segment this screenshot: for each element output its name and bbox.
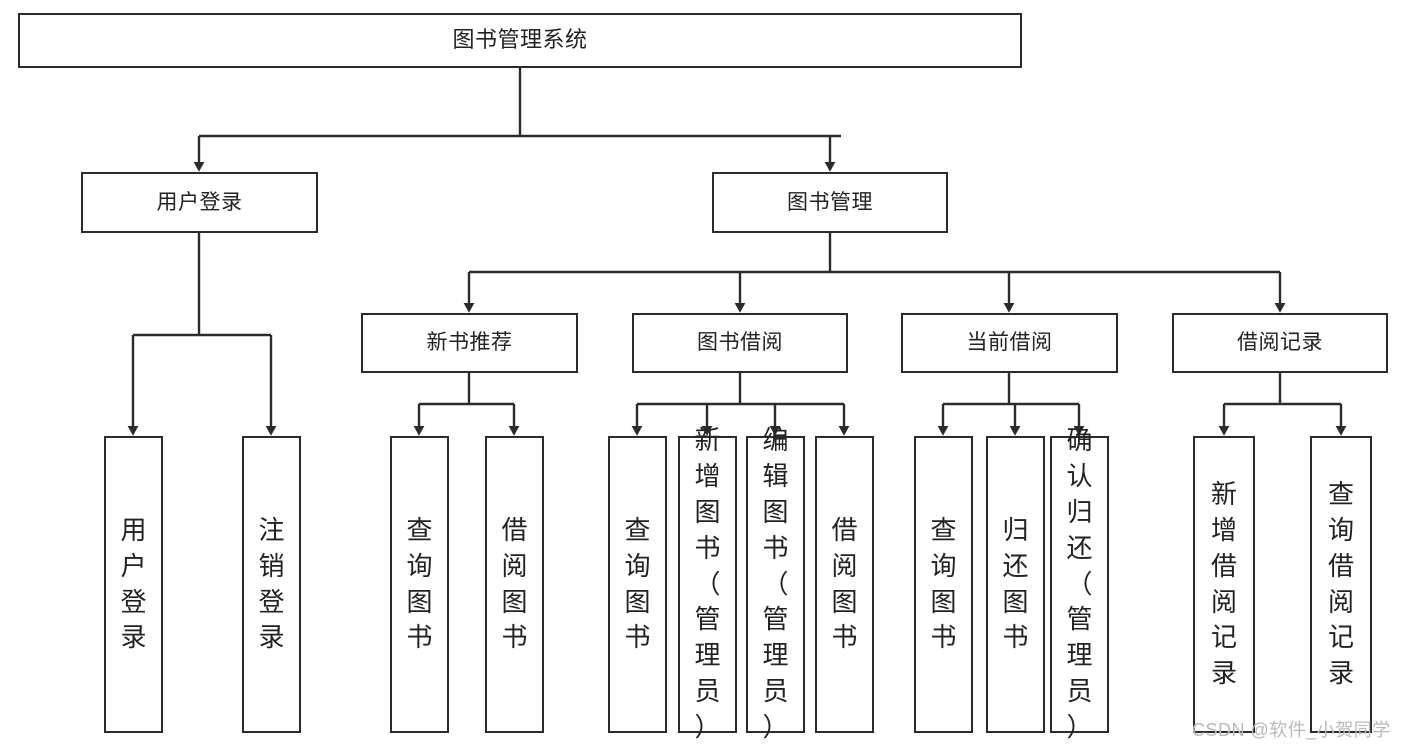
node-user-login[interactable]: 用户登录 (81, 172, 318, 233)
node-label: 当前借阅 (966, 331, 1053, 355)
leaf-logout-login[interactable]: 注 销 登 录 (242, 436, 301, 733)
node-book-borrow[interactable]: 图书借阅 (632, 313, 848, 373)
leaf-add-book-admin[interactable]: 新 增 图 书 （ 管 理 员 ） (678, 425, 737, 742)
node-label: 图书管理 (787, 190, 873, 214)
leaf-label: 借 阅 图 书 (501, 514, 528, 653)
leaf-label: 查 询 图 书 (406, 514, 433, 653)
leaf-query-borrow-record[interactable]: 查 询 借 阅 记 录 (1310, 436, 1372, 733)
node-borrow-record[interactable]: 借阅记录 (1172, 313, 1388, 373)
node-book-management-system[interactable]: 图书管理系统 (18, 13, 1022, 68)
leaf-label: 用 户 登 录 (120, 514, 147, 653)
leaf-confirm-return-admin[interactable]: 确 认 归 还 （ 管 理 员 ） (1050, 425, 1109, 742)
leaf-borrow-book[interactable]: 借 阅 图 书 (815, 436, 874, 733)
leaf-edit-book-admin[interactable]: 编 辑 图 书 （ 管 理 员 ） (746, 425, 805, 742)
leaf-label: 编 辑 图 书 （ 管 理 员 ） (762, 425, 789, 743)
leaf-label: 借 阅 图 书 (831, 514, 858, 653)
leaf-label: 归 还 图 书 (1002, 514, 1029, 653)
node-label: 图书管理系统 (452, 27, 588, 53)
leaf-return-book[interactable]: 归 还 图 书 (986, 436, 1045, 733)
leaf-label: 查 询 借 阅 记 录 (1327, 478, 1354, 689)
node-current-borrow[interactable]: 当前借阅 (901, 313, 1118, 373)
leaf-label: 查 询 图 书 (930, 514, 957, 653)
csdn-watermark: CSDN @软件_小贺同学 (1192, 720, 1391, 740)
node-label: 借阅记录 (1237, 331, 1323, 355)
leaf-borrow-book-recommend[interactable]: 借 阅 图 书 (485, 436, 544, 733)
leaf-query-book-borrow[interactable]: 查 询 图 书 (608, 436, 667, 733)
node-label: 用户登录 (156, 190, 243, 214)
node-label: 新书推荐 (426, 331, 513, 355)
node-label: 图书借阅 (697, 331, 783, 355)
leaf-add-borrow-record[interactable]: 新 增 借 阅 记 录 (1193, 436, 1255, 733)
node-book-management[interactable]: 图书管理 (712, 172, 948, 233)
leaf-query-book-recommend[interactable]: 查 询 图 书 (390, 436, 449, 733)
leaf-user-login[interactable]: 用 户 登 录 (104, 436, 163, 733)
leaf-label: 新 增 图 书 （ 管 理 员 ） (694, 425, 721, 743)
leaf-query-book-current[interactable]: 查 询 图 书 (914, 436, 973, 733)
leaf-label: 确 认 归 还 （ 管 理 员 ） (1066, 425, 1093, 743)
leaf-label: 查 询 图 书 (624, 514, 651, 653)
leaf-label: 新 增 借 阅 记 录 (1210, 478, 1237, 689)
leaf-label: 注 销 登 录 (258, 514, 285, 653)
node-new-book-recommend[interactable]: 新书推荐 (361, 313, 578, 373)
